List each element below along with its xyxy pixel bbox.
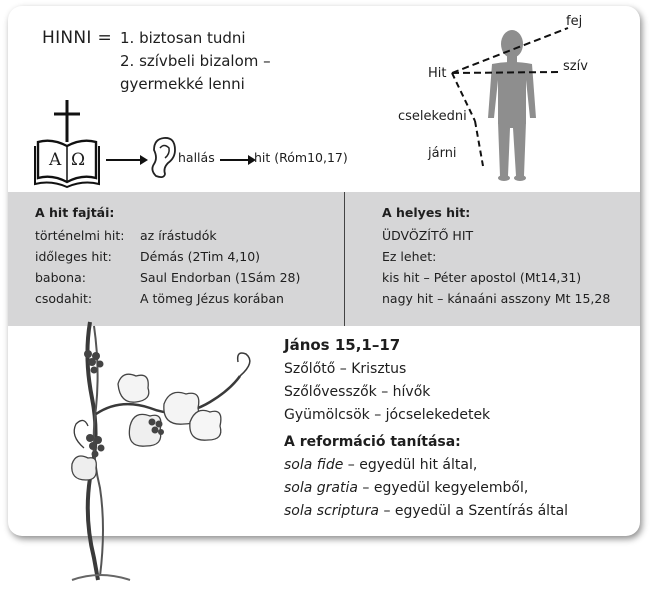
omega-letter: Ω xyxy=(71,150,86,170)
reformation-item: sola scriptura – egyedül a Szentírás ált… xyxy=(284,503,568,519)
faith-types-title: A hit fajtái: xyxy=(35,205,115,220)
grapevine-illustration xyxy=(71,321,251,581)
reformation-item: sola gratia – egyedül kegyelemből, xyxy=(284,480,528,496)
bible-cross-icon xyxy=(34,100,100,189)
latin-meaning: – egyedül hit által, xyxy=(343,457,478,473)
right-faith-line: ÜDVÖZÍTŐ HIT xyxy=(382,228,474,243)
right-faith-title: A helyes hit: xyxy=(382,205,471,220)
head-label: fej xyxy=(566,14,583,29)
faith-type-example: Saul Endorban (1Sám 28) xyxy=(140,270,301,285)
hinni-title: HINNI = xyxy=(42,28,112,48)
faith-type-example: Démás (2Tim 4,10) xyxy=(140,249,261,264)
right-faith-line: Ez lehet: xyxy=(382,249,437,264)
latin-term: sola scriptura xyxy=(284,503,379,519)
heart-label: szív xyxy=(563,59,588,74)
faith-type-term: időleges hit: xyxy=(35,249,112,264)
faith-dashed-lines xyxy=(451,27,569,167)
band-divider xyxy=(344,192,345,326)
right-faith-line: nagy hit – kánaáni asszony Mt 15,28 xyxy=(382,291,611,306)
faith-type-term: történelmi hit: xyxy=(35,228,125,243)
alpha-letter: A xyxy=(49,150,62,170)
latin-meaning: – egyedül kegyelemből, xyxy=(357,480,529,496)
right-faith-line: kis hit – Péter apostol (Mt14,31) xyxy=(382,270,582,285)
reformation-title: A reformáció tanítása: xyxy=(284,434,461,450)
john-line: Gyümölcsök – jócselekedetek xyxy=(284,407,491,423)
arrow-to-ear xyxy=(106,155,148,165)
faith-type-term: babona: xyxy=(35,270,86,285)
latin-term: sola gratia xyxy=(284,480,358,496)
ear-icon xyxy=(151,137,176,179)
reformation-item: sola fide – egyedül hit által, xyxy=(284,457,477,473)
hinni-meaning-2: 2. szívbeli bizalom – xyxy=(120,52,271,70)
latin-meaning: – egyedül a Szentírás által xyxy=(379,503,569,519)
latin-term: sola fide xyxy=(284,457,344,473)
faith-label: hit (Róm10,17) xyxy=(254,150,348,165)
acting-label: cselekedni xyxy=(398,109,467,124)
faith-type-term: csodahit: xyxy=(35,291,93,306)
john-line: Szőlővesszők – hívők xyxy=(284,384,431,400)
hinni-meaning-1: 1. biztosan tudni xyxy=(120,29,246,47)
john-title: János 15,1–17 xyxy=(284,336,401,354)
hearing-label: hallás xyxy=(178,150,215,165)
faith-origin-label: Hit xyxy=(428,66,447,81)
hinni-meaning-3: gyermekké lenni xyxy=(120,75,245,93)
arrow-to-faith xyxy=(220,155,256,165)
faith-type-example: az írástudók xyxy=(140,228,217,243)
john-line: Szőlőtő – Krisztus xyxy=(284,361,407,377)
walking-label: járni xyxy=(428,146,457,161)
person-silhouette-icon xyxy=(488,30,536,181)
faith-type-example: A tömeg Jézus korában xyxy=(140,291,284,306)
infographic-card: HINNI = 1. biztosan tudni 2. szívbeli bi… xyxy=(8,6,640,536)
faith-types-band xyxy=(8,192,640,326)
